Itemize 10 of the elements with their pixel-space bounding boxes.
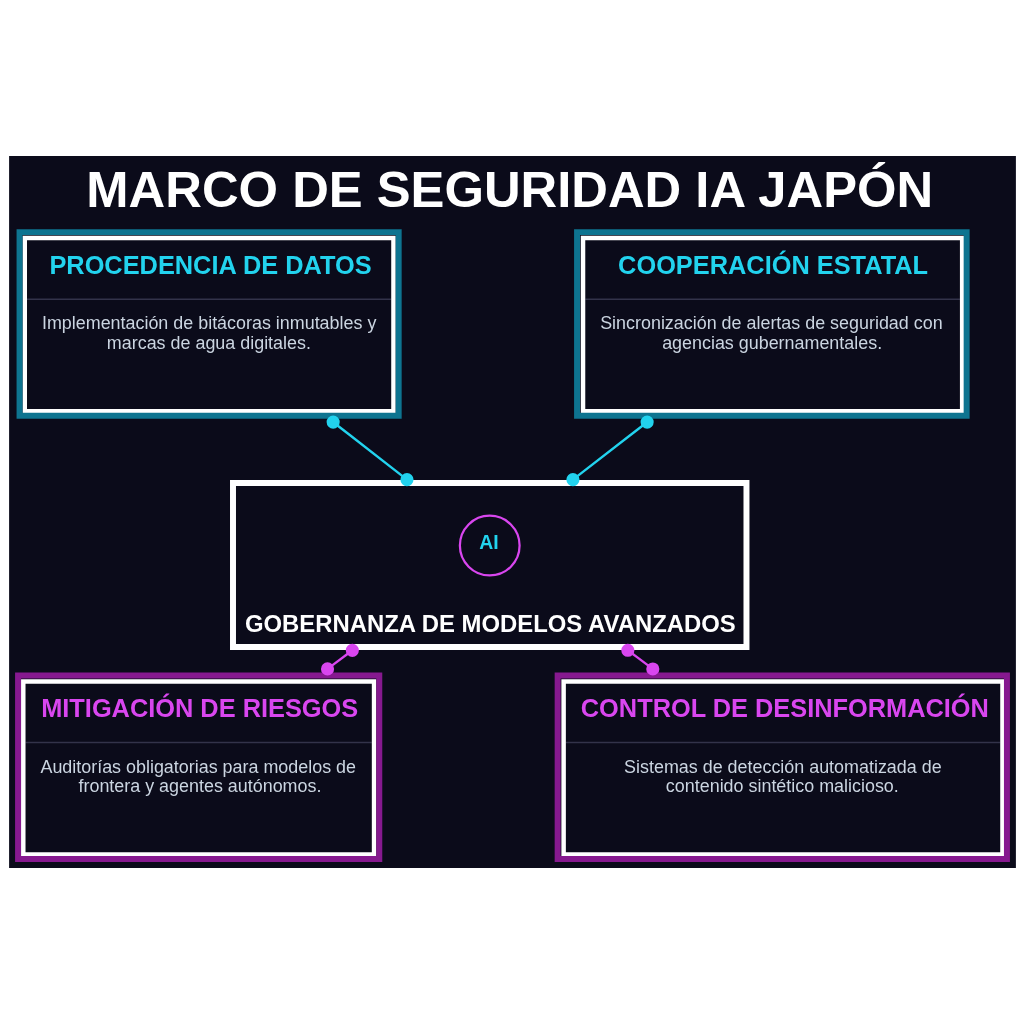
- node-box: PROCEDENCIA DE DATOS Implementación de bitácoras inmutables y marcas de agua digitales.: [16, 229, 402, 419]
- node-box: MITIGACIÓN DE RIESGOS Auditorías obligatorias para modelos de frontera y agentes autónomos.: [14, 672, 382, 863]
- connector: [320, 643, 359, 676]
- node-box: CONTROL DE DESINFORMACIÓN Sistemas de detección automatizada de contenido sintético malicioso.: [554, 672, 1010, 863]
- connector: [565, 415, 654, 487]
- diagram-title: MARCO DE SEGURIDAD IA JAPÓN: [85, 161, 933, 219]
- connector: [620, 643, 659, 676]
- connector: [326, 415, 414, 487]
- node-box: COOPERACIÓN ESTATAL Sincronización de alertas de seguridad con agencias gubernamentales.: [573, 229, 970, 419]
- node-circle: AI: [458, 514, 521, 577]
